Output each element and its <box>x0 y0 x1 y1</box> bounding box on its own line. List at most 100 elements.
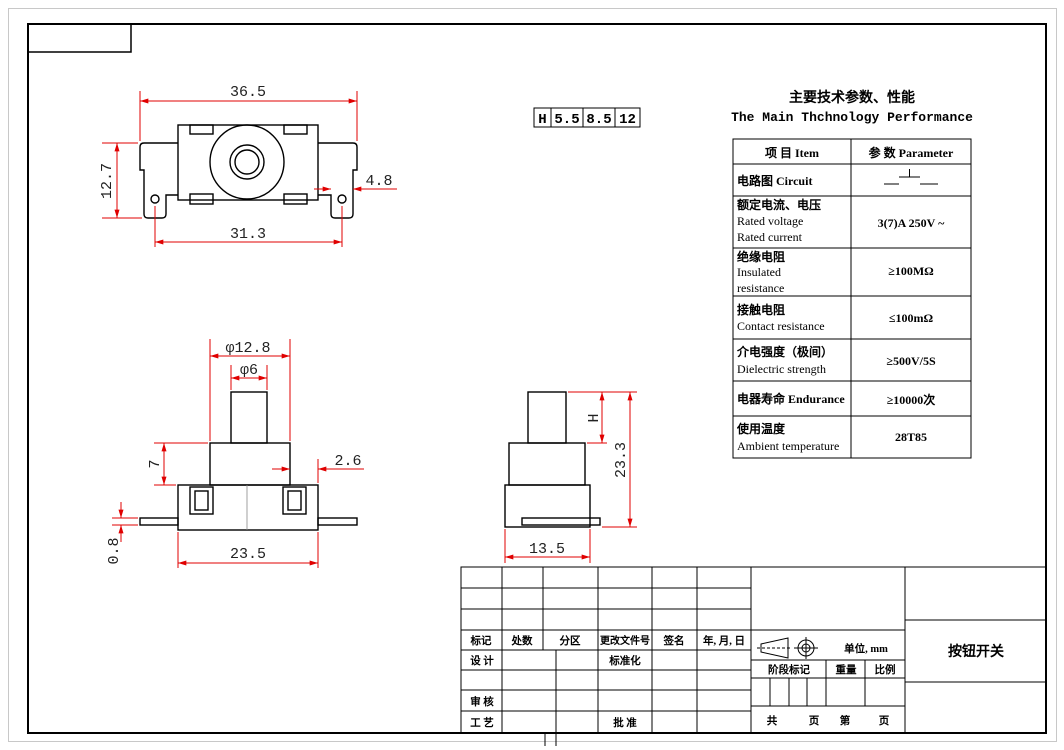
front-view-window-inner <box>194 490 209 511</box>
top-view-left-terminal <box>139 142 178 219</box>
front-view-right-terminal <box>317 517 358 526</box>
frame-corner-box <box>27 23 132 53</box>
row-item-text: Rated current <box>737 230 803 244</box>
drawing-frame <box>27 23 1047 734</box>
sheet-total-suffix: 页 <box>809 715 820 727</box>
height-code-option: 12 <box>619 112 636 128</box>
height-code-option: 5.5 <box>554 112 579 128</box>
front-view-window <box>282 486 307 515</box>
row-value: 28T85 <box>895 430 927 444</box>
sheet-outer-border <box>8 8 1057 742</box>
front-view-dimensions: φ12.8 φ6 7 2.6 0.8 23.5 <box>106 339 364 568</box>
label-review: 审 核 <box>470 695 494 708</box>
right-terminal-hole <box>337 194 347 204</box>
top-view-dimensions: 36.5 12.7 4.8 31.3 <box>99 84 397 247</box>
dim-hole-pitch: 31.3 <box>230 226 266 243</box>
label-process: 工 艺 <box>470 716 494 729</box>
front-view-window <box>189 486 214 515</box>
spec-table-title-en: The Main Thchnology Performance <box>731 110 973 125</box>
row-item-text: Ambient temperature <box>737 439 839 453</box>
dim-button-height: H <box>586 413 603 422</box>
dim-base-width: 23.5 <box>230 546 266 563</box>
dim-base-depth: 13.5 <box>529 541 565 558</box>
dim-housing-height: 7 <box>147 459 164 468</box>
dim-total-height: 23.3 <box>613 442 630 478</box>
top-view-notch <box>189 124 214 135</box>
row-item-text: resistance <box>737 281 784 295</box>
top-view <box>139 124 358 219</box>
stage-mark-label: 阶段标记 <box>768 663 810 676</box>
front-view <box>139 391 358 531</box>
drawing-name: 按钮开关 <box>948 643 1004 660</box>
row-item-text: 额定电流、电压 <box>737 197 821 212</box>
row-value: ≤100mΩ <box>889 311 934 325</box>
top-view-notch <box>283 193 308 205</box>
row-value: ≥100MΩ <box>888 264 934 278</box>
dim-terminal-height: 12.7 <box>99 163 116 199</box>
table-row: 绝缘电阻 Insulated resistance ≥100MΩ <box>737 249 934 295</box>
table-row: 额定电流、电压 Rated voltage Rated current 3(7)… <box>737 197 945 244</box>
title-block: 标记 处数 分区 更改文件号 签名 年, 月, 日 设 计 标准化 审 核 工 … <box>460 566 1047 734</box>
row-item-text: Insulated <box>737 265 781 279</box>
sheet-current-suffix: 页 <box>879 715 890 727</box>
dim-terminal-width: 4.8 <box>365 173 392 190</box>
table-row: 介电强度（极间） Dielectric strength ≥500V/5S <box>736 344 936 376</box>
button-outer-circle <box>229 144 265 180</box>
dim-terminal-thickness: 0.8 <box>106 537 123 564</box>
front-view-window-inner <box>287 490 302 511</box>
top-view-right-terminal <box>318 142 358 219</box>
row-item-text: 使用温度 <box>736 421 786 436</box>
revision-header-signature: 签名 <box>663 634 685 647</box>
row-item-text: 介电强度（极间） <box>736 344 833 359</box>
pushbutton-switch-symbol-icon <box>884 169 938 185</box>
side-view-terminal <box>521 517 601 526</box>
button-housing-circle <box>209 124 285 200</box>
revision-header-document: 更改文件号 <box>600 634 650 647</box>
spec-table-title-cn: 主要技术参数、性能 <box>789 89 915 106</box>
row-item-text: 绝缘电阻 <box>737 249 785 264</box>
dim-overall-width: 36.5 <box>230 84 266 101</box>
row-value: ≥500V/5S <box>886 354 936 368</box>
side-view-housing <box>508 442 586 486</box>
height-code-option: 8.5 <box>586 112 611 128</box>
header-item: 项 目 Item <box>765 146 819 160</box>
row-value: 3(7)A 250V ~ <box>878 216 945 230</box>
unit-label: 单位, mm <box>844 642 888 655</box>
left-terminal-hole <box>150 194 160 204</box>
revision-header-mark: 标记 <box>470 634 492 647</box>
label-design: 设 计 <box>470 654 494 667</box>
revision-header-date: 年, 月, 日 <box>703 634 745 647</box>
height-code-symbol: H <box>538 112 546 128</box>
revision-header-zone: 分区 <box>560 634 581 647</box>
row-item-text: 电器寿命 Endurance <box>737 391 845 406</box>
button-inner-circle <box>234 149 260 175</box>
dim-shoulder: 2.6 <box>334 453 361 470</box>
scale-label: 比例 <box>875 663 896 676</box>
spec-table: 主要技术参数、性能 The Main Thchnology Performanc… <box>731 89 973 459</box>
label-approval: 批 准 <box>613 716 637 729</box>
table-row: 使用温度 Ambient temperature 28T85 <box>736 421 927 453</box>
row-item-text: Contact resistance <box>737 319 825 333</box>
front-view-button <box>230 391 268 444</box>
height-code-box: H 5.5 8.5 12 <box>533 107 641 128</box>
front-view-housing <box>209 442 291 486</box>
front-view-left-terminal <box>139 517 179 526</box>
table-row: 接触电阻 Contact resistance ≤100mΩ <box>737 302 933 333</box>
top-view-body <box>177 124 319 201</box>
table-row: 电路图 Circuit <box>737 169 938 188</box>
side-view-base <box>504 484 591 528</box>
dim-housing-diameter: φ12.8 <box>225 340 270 357</box>
row-item-text: 接触电阻 <box>737 302 785 317</box>
row-value: ≥10000次 <box>887 392 936 407</box>
revision-header-count: 处数 <box>511 634 533 647</box>
row-item-text: 电路图 Circuit <box>737 173 812 188</box>
side-view-button <box>527 391 567 444</box>
weight-label: 重量 <box>836 663 857 676</box>
dim-button-diameter: φ6 <box>240 362 258 379</box>
top-view-notch <box>189 193 214 205</box>
side-view-dimensions: H 23.3 13.5 <box>504 391 637 563</box>
sheet-current-prefix: 第 <box>840 714 851 727</box>
row-item-text: Dielectric strength <box>737 362 826 376</box>
top-view-notch <box>283 124 308 135</box>
